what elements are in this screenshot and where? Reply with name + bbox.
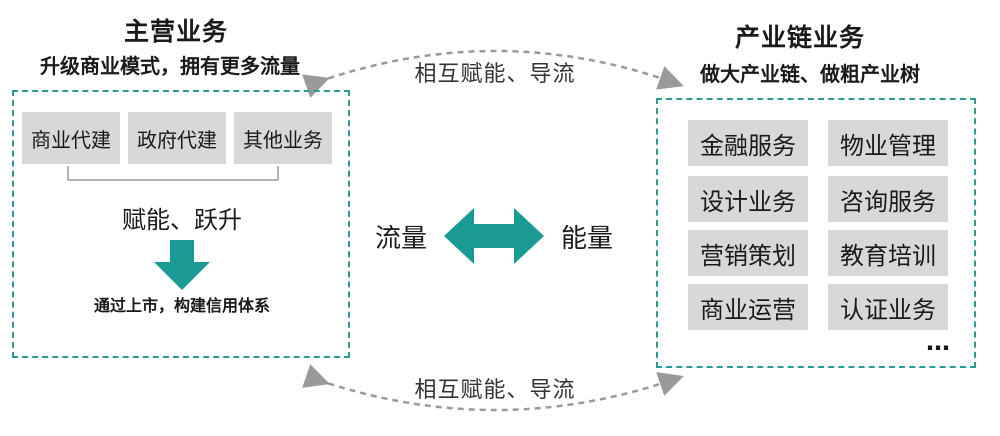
flow-label: 流量 xyxy=(374,224,427,254)
tiles-bracket xyxy=(67,166,279,181)
right-tile-2: 物业管理 xyxy=(828,120,948,166)
right-tile-4: 咨询服务 xyxy=(828,176,948,222)
right-tile-8: 认证业务 xyxy=(828,284,948,330)
left-tile-2: 政府代建 xyxy=(128,112,226,164)
right-subtitle: 做大产业链、做粗产业树 xyxy=(700,62,920,86)
left-tile-1: 商业代建 xyxy=(22,112,120,164)
right-box xyxy=(656,98,976,368)
right-title: 产业链业务 xyxy=(734,23,865,52)
top-arc xyxy=(302,49,684,98)
right-tile-7: 商业运营 xyxy=(688,284,808,330)
left-note: 通过上市，构建信用体系 xyxy=(93,296,270,315)
right-tile-3: 设计业务 xyxy=(688,176,808,222)
left-title: 主营业务 xyxy=(123,17,228,46)
left-tile-3: 其他业务 xyxy=(234,112,332,164)
down-arrow-icon xyxy=(154,240,210,290)
right-tile-5: 营销策划 xyxy=(688,230,808,276)
bottom-arc-label: 相互赋能、导流 xyxy=(414,378,576,403)
left-subtitle: 升级商业模式，拥有更多流量 xyxy=(40,54,300,78)
right-tile-1: 金融服务 xyxy=(688,120,808,166)
double-arrow-icon xyxy=(444,208,544,264)
energy-label: 能量 xyxy=(560,224,613,254)
more-ellipsis: … xyxy=(926,328,950,356)
left-effect: 赋能、跃升 xyxy=(122,206,242,234)
bottom-arc xyxy=(302,364,684,412)
left-box xyxy=(12,90,350,358)
right-tile-6: 教育培训 xyxy=(828,230,948,276)
top-arc-label: 相互赋能、导流 xyxy=(414,62,576,87)
